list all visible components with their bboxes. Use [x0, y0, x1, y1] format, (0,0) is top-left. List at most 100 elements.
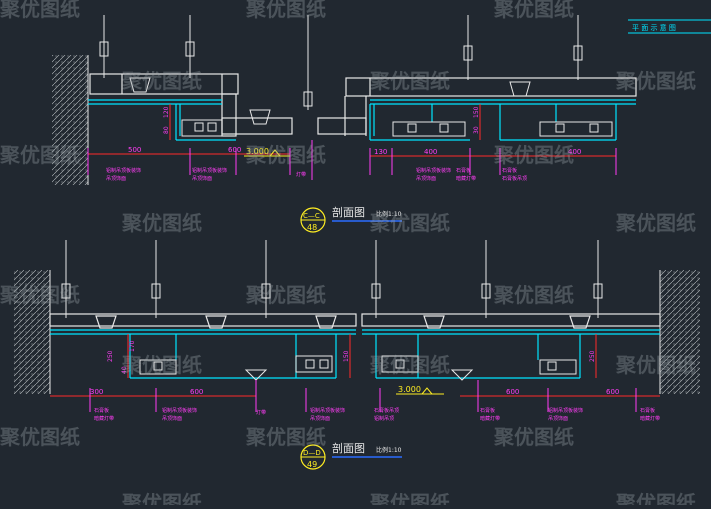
watermark: 聚优图纸 [369, 353, 450, 377]
hanger-rods-top [99, 15, 583, 110]
dim-bottom-v5: 250 [589, 350, 596, 362]
ceiling-boards-top [88, 99, 636, 141]
watermark: 聚优图纸 [245, 143, 326, 167]
dim-top-v1: 80 [163, 126, 170, 134]
note-bottom-1: 石膏板 [94, 407, 109, 414]
note-top-8: 石膏板 [502, 167, 517, 174]
dim-bottom-v4: 150 [343, 350, 350, 362]
note-top-4: 吊顶饰面 [192, 175, 212, 182]
dim-top-v2: 120 [163, 106, 170, 118]
dim-top-v3: 30 [473, 126, 480, 134]
level-bottom-value: 3.000 [398, 385, 421, 394]
note-top-9: 石膏板吊顶 [502, 175, 527, 182]
note-top-10: 吊顶饰面 [416, 175, 436, 182]
watermark: 聚优图纸 [369, 69, 450, 93]
dim-bottom-1: 300 [90, 388, 103, 396]
note-bottom-13: 吊顶饰面 [548, 415, 568, 422]
watermark: 聚优图纸 [493, 425, 574, 449]
hanger-rods-bottom [61, 240, 603, 318]
note-bottom-14: 石膏板 [640, 407, 655, 414]
top-right-caption: 平 面 示 意 图 [632, 23, 676, 32]
watermark: 聚优图纸 [245, 425, 326, 449]
watermark: 聚优图纸 [0, 0, 80, 21]
dim-top-5: 400 [568, 148, 581, 156]
section-symbol-c-c: C—C 48 [300, 207, 326, 233]
level-top-value: 3.000 [246, 147, 269, 156]
watermark: 聚优图纸 [615, 491, 696, 505]
watermark: 聚优图纸 [493, 143, 574, 167]
section-symbol-top-label: C—C [303, 212, 320, 220]
note-top-5: 灯带 [296, 171, 306, 178]
section-symbol-d-d: D—D 49 [300, 444, 326, 470]
section-title-top: 剖面图 [332, 205, 365, 219]
wall-hatch-left-bottom [14, 270, 50, 394]
section-d-d: 300 600 600 600 250 40 170 150 250 3.000… [14, 240, 700, 470]
section-symbol-top-num: 48 [307, 223, 317, 232]
light-fixtures-bottom [139, 355, 577, 381]
dim-top-4: 400 [424, 148, 437, 156]
watermark: 聚优图纸 [245, 283, 326, 307]
wall-hatch-left-top [52, 55, 88, 185]
note-bottom-9: 铝制吊顶 [374, 415, 394, 422]
watermark: 聚优图纸 [369, 211, 450, 235]
watermark: 聚优图纸 [615, 353, 696, 377]
ceiling-boards-bottom [50, 329, 660, 379]
watermarks: 聚优图纸 聚优图纸 聚优图纸 聚优图纸 聚优图纸 聚优图纸 聚优图纸 聚优图纸 … [0, 0, 696, 509]
watermark: 聚优图纸 [369, 491, 450, 505]
section-symbol-bottom-label: D—D [303, 449, 321, 457]
note-top-1: 铝制吊顶板装饰 [106, 167, 141, 174]
main-channel-left [89, 73, 637, 137]
section-scale-top: 比例1:10 [376, 210, 402, 218]
note-bottom-11: 暗藏灯带 [480, 415, 500, 422]
note-bottom-2: 暗藏灯带 [94, 415, 114, 422]
dimension-ticks-top [87, 140, 617, 180]
watermark: 聚优图纸 [493, 0, 574, 21]
watermark: 聚优图纸 [0, 425, 80, 449]
watermark: 聚优图纸 [615, 211, 696, 235]
watermark: 聚优图纸 [121, 69, 202, 93]
watermark: 聚优图纸 [121, 211, 202, 235]
dimension-lines-bottom [50, 334, 660, 397]
section-c-c: 500 600 130 400 400 80 120 30 150 3.000 … [52, 15, 637, 233]
note-top-6: 石膏板 [456, 167, 471, 174]
dim-top-v4: 150 [473, 106, 480, 118]
note-bottom-10: 石膏板 [480, 407, 495, 414]
dim-bottom-3: 600 [506, 388, 519, 396]
note-top-11: 铝制吊顶板装饰 [416, 167, 451, 174]
top-right-caption-block: 平 面 示 意 图 [628, 19, 711, 34]
dim-top-1: 500 [128, 146, 141, 154]
dimension-lines-top [88, 104, 616, 157]
dim-top-2: 600 [228, 146, 241, 154]
watermark: 聚优图纸 [0, 143, 80, 167]
watermark: 聚优图纸 [493, 283, 574, 307]
dimension-ticks-bottom [89, 380, 637, 412]
dim-bottom-2: 600 [190, 388, 203, 396]
note-bottom-8: 石膏板吊顶 [374, 407, 399, 414]
section-title-bottom: 剖面图 [332, 441, 365, 455]
level-marker-bottom: 3.000 [396, 385, 444, 395]
note-top-7: 暗藏灯带 [456, 175, 476, 182]
dim-bottom-4: 600 [606, 388, 619, 396]
note-top-2: 吊顶饰面 [106, 175, 126, 182]
wall-hatch-right-bottom [660, 270, 700, 394]
section-symbol-bottom-num: 49 [307, 460, 317, 469]
dim-top-3: 130 [374, 148, 387, 156]
note-bottom-15: 暗藏灯带 [640, 415, 660, 422]
level-marker-top: 3.000 [244, 147, 290, 157]
note-bottom-6: 铝制吊顶板装饰 [310, 407, 345, 414]
note-bottom-12: 铝制吊顶板装饰 [548, 407, 583, 414]
section-scale-bottom: 比例1:10 [376, 446, 402, 454]
watermark: 聚优图纸 [121, 491, 202, 505]
dim-bottom-v2: 40 [121, 366, 128, 374]
note-bottom-4: 吊顶饰面 [162, 415, 182, 422]
note-bottom-7: 吊顶饰面 [310, 415, 330, 422]
watermark: 聚优图纸 [121, 353, 202, 377]
note-bottom-5: 灯带 [256, 409, 266, 416]
watermark: 聚优图纸 [245, 0, 326, 21]
note-top-3: 铝制吊顶板装饰 [192, 167, 227, 174]
watermark: 聚优图纸 [0, 283, 80, 307]
main-channel-bottom [49, 313, 661, 329]
note-bottom-3: 铝制吊顶板装饰 [162, 407, 197, 414]
